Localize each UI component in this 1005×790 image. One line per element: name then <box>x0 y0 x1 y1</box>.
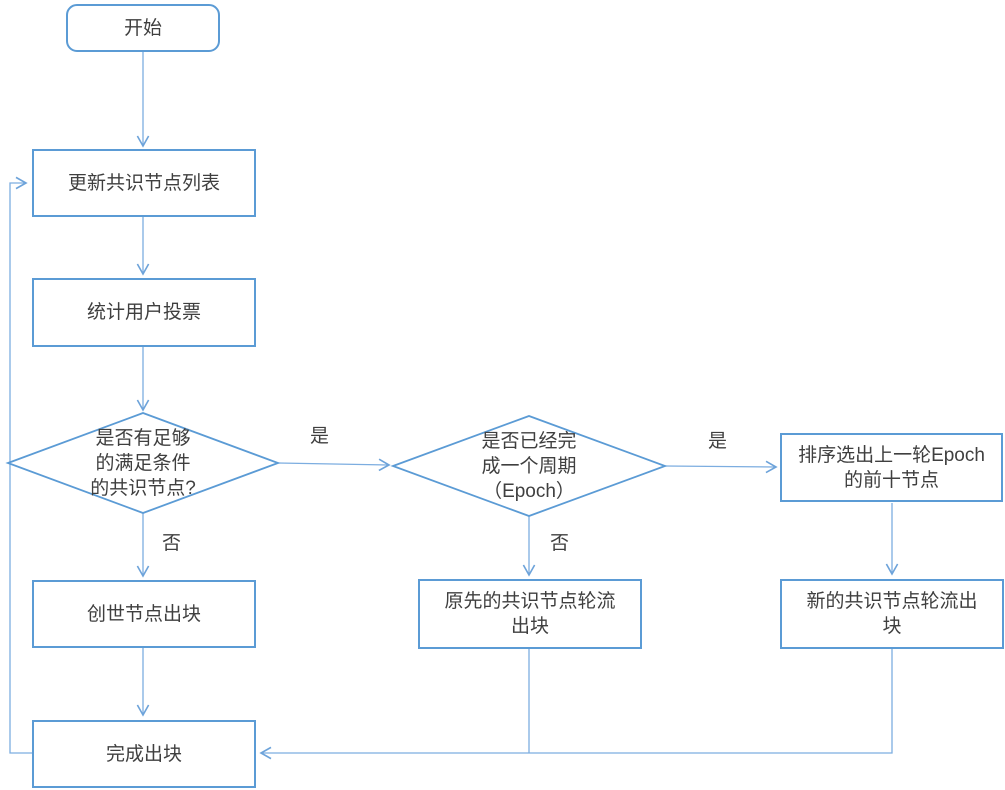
node-new-nodes-produce: 新的共识节点轮流出 块 <box>780 579 1004 649</box>
node-sort-top-ten: 排序选出上一轮Epoch 的前十节点 <box>780 433 1003 502</box>
node-start: 开始 <box>66 4 220 52</box>
edge-label-decision1-yes: 是 <box>308 426 332 448</box>
node-original-nodes-produce: 原先的共识节点轮流 出块 <box>418 579 642 649</box>
edge-finish-loop-to-update <box>9 176 32 754</box>
decision1-shape <box>5 412 281 514</box>
decision2-shape <box>390 415 668 517</box>
decision2-label: 是否已经完 成一个周期 （Epoch） <box>481 431 577 502</box>
edge-decision1-yes-to-decision2 <box>277 458 391 472</box>
node-finish-block: 完成出块 <box>32 720 256 788</box>
edge-label-decision2-no: 否 <box>548 533 572 555</box>
edge-newnodes-to-finish <box>259 649 893 760</box>
edge-label-decision2-yes: 是 <box>706 431 730 453</box>
edge-decision2-yes-to-sort <box>664 460 778 474</box>
decision1-label: 是否有足够 的满足条件 的共识节点? <box>90 428 196 499</box>
node-genesis-block: 创世节点出块 <box>32 580 256 648</box>
node-update-consensus-list: 更新共识节点列表 <box>32 149 256 217</box>
node-count-user-votes: 统计用户投票 <box>32 278 256 347</box>
edge-label-decision1-no: 否 <box>160 533 184 555</box>
